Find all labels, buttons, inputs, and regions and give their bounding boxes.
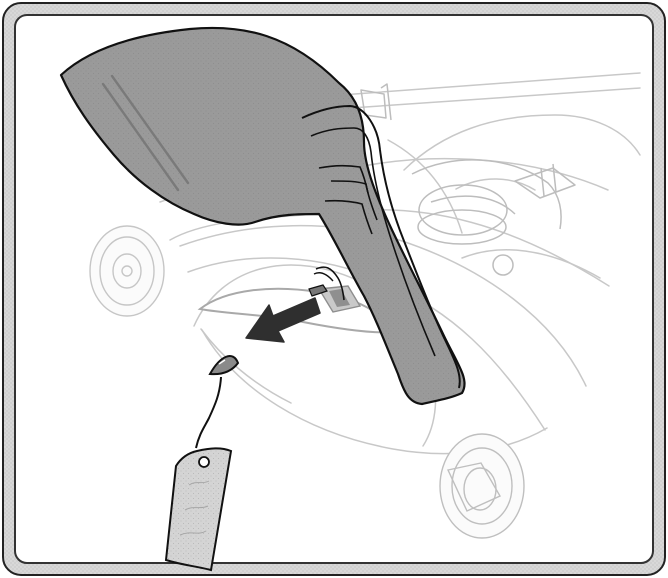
mower-side-panel	[461, 249, 601, 279]
guard-emboss-line-1	[101, 82, 180, 192]
engine-bracket-rib-1	[540, 167, 545, 197]
guard-vent-upper	[318, 164, 369, 194]
engine-bracket	[514, 167, 576, 199]
tag-texture-2	[184, 505, 209, 511]
engine-bracket-rib-2	[552, 163, 557, 193]
engine-ring	[418, 184, 508, 236]
warning-tag	[164, 447, 233, 572]
guard-hinge-clip	[308, 284, 328, 297]
throttle-lever	[380, 83, 392, 121]
guard-vent-mid	[324, 199, 373, 235]
guard-main	[59, 26, 466, 406]
rear-wheel	[89, 225, 165, 317]
mower-frame-line	[387, 139, 463, 234]
engine-bolt	[492, 254, 514, 276]
tag-texture-1	[188, 480, 210, 486]
throttle-block	[360, 89, 387, 119]
engine-base-ring	[417, 209, 507, 245]
handle-bar-bottom	[350, 87, 641, 109]
mower-front-curve	[200, 328, 292, 404]
hanging-clip	[208, 355, 240, 376]
tag-texture-3	[179, 530, 207, 536]
mower-handle-base	[403, 114, 641, 171]
guard-seam	[310, 127, 436, 357]
raised-rear-guard	[59, 26, 466, 406]
guard-hinge-detail	[313, 272, 334, 282]
guard-inner-ridge	[301, 104, 461, 389]
handle-bar-top	[340, 72, 641, 96]
engine-cover-inner	[430, 195, 516, 215]
guard-emboss-line-2	[110, 74, 190, 185]
tag-assembly	[164, 355, 240, 572]
tag-string	[195, 376, 222, 449]
remove-direction-arrow	[245, 297, 321, 343]
mower-deck-edge	[179, 224, 587, 387]
tag-hole	[198, 456, 210, 468]
front-wheel	[439, 433, 525, 539]
clip-hole-line	[218, 359, 226, 365]
engine-assembly	[360, 83, 576, 276]
guard-lower-hinge	[315, 266, 345, 301]
